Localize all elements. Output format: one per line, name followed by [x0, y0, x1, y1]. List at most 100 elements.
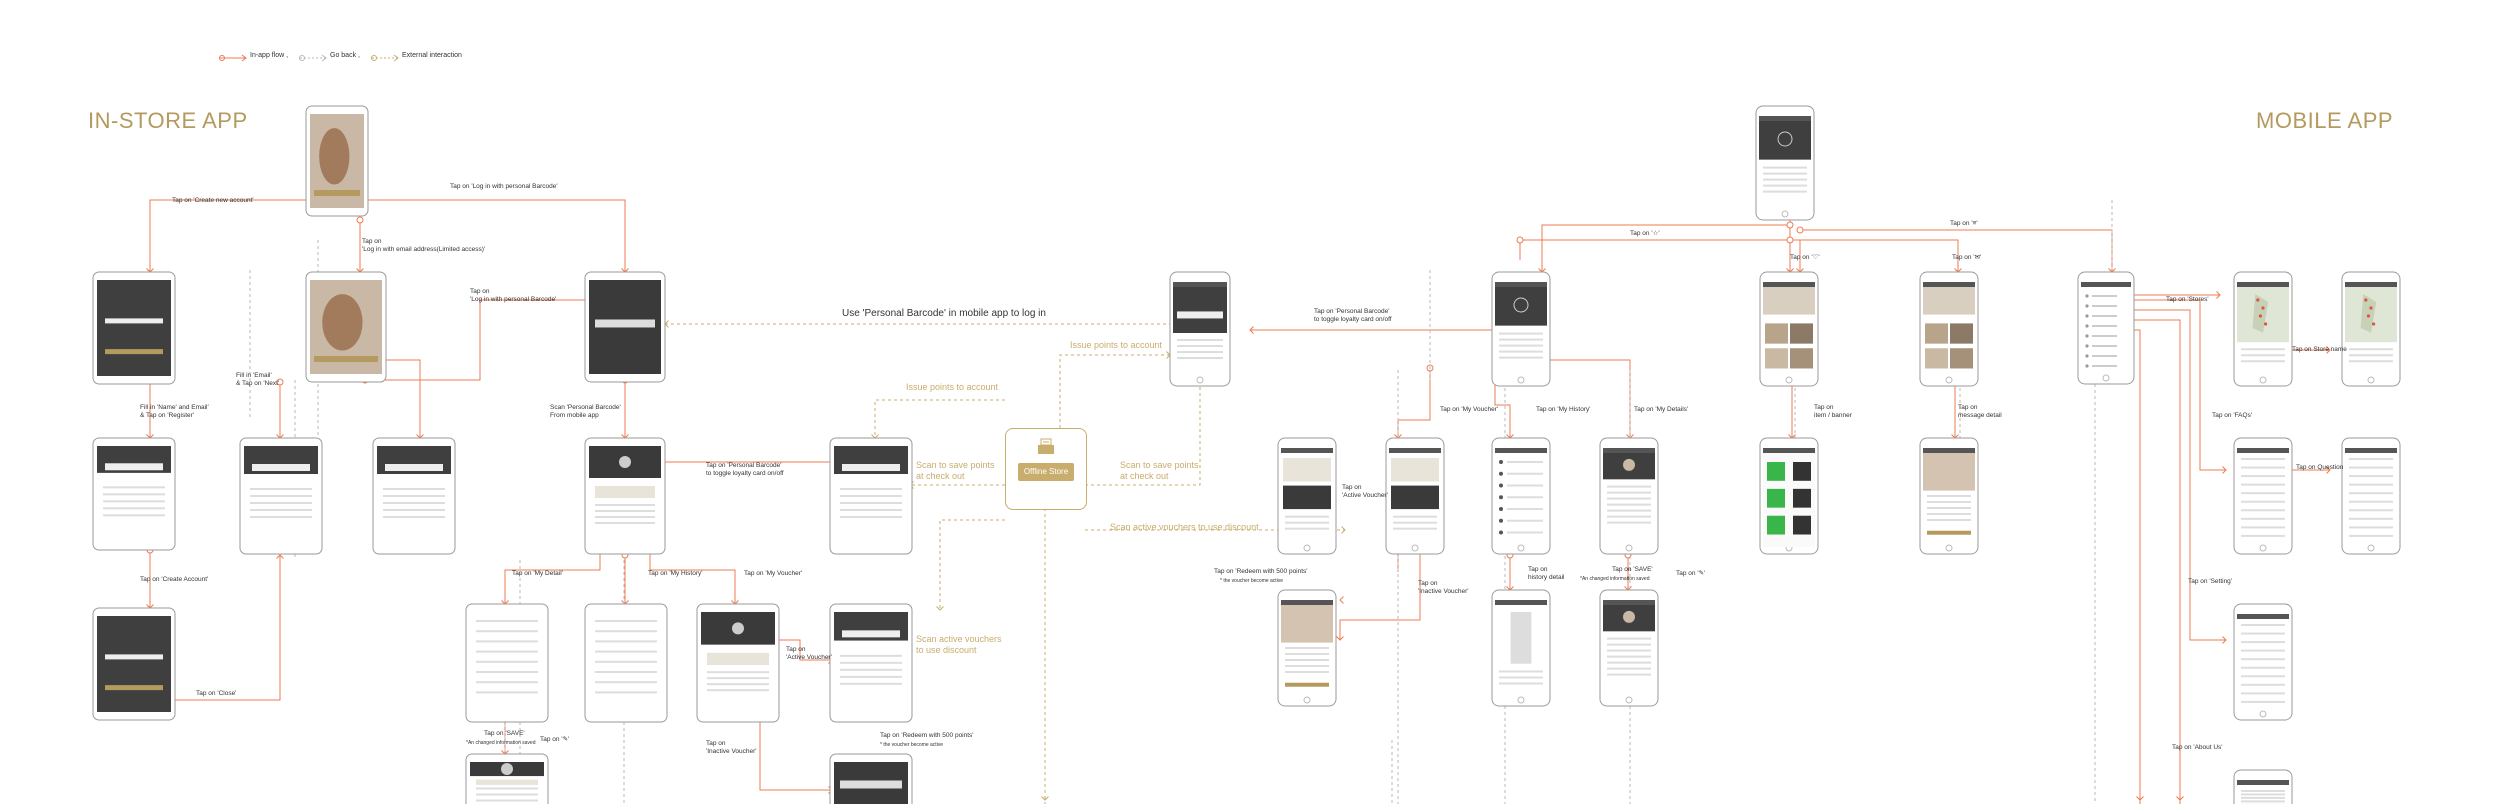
menu-label [2092, 345, 2117, 347]
arrowhead [2136, 796, 2144, 801]
list-line [840, 502, 902, 504]
external-connector [1085, 380, 1201, 486]
arrowhead [2326, 466, 2331, 474]
product-swatch [1793, 488, 1811, 508]
label-login-barcode-2: Tap on 'Log in with personal Barcode' [470, 288, 557, 303]
phone-screen [1919, 271, 1979, 387]
list-line [1607, 667, 1651, 670]
list-line [2241, 526, 2285, 529]
list-line [1607, 491, 1651, 494]
banner [1923, 287, 1975, 315]
list-line [2241, 641, 2285, 644]
list-line [1285, 671, 1329, 673]
tablet-screen [92, 607, 176, 721]
offline-store-label: Offline Store [1018, 463, 1074, 481]
list-line [2241, 534, 2285, 537]
phone-screen [1755, 105, 1815, 221]
nav-bar [1763, 282, 1815, 287]
flow-connector [2120, 299, 2226, 471]
list-line [1285, 515, 1329, 518]
list-line [2241, 354, 2285, 357]
list-line [1607, 515, 1651, 518]
nav-bar [2345, 448, 2397, 453]
list-line [2349, 500, 2393, 503]
label-close: Tap on 'Close' [196, 690, 237, 697]
label-inactive-voucher-left: Tap on 'Inactive Voucher' [706, 740, 757, 755]
list-line [476, 681, 538, 684]
screen-mockups [92, 105, 2401, 804]
list-line [2241, 458, 2285, 460]
nav-bar [2237, 780, 2289, 785]
list-line [595, 510, 655, 512]
label-scan-save-left: Scan to save points at check out [916, 460, 995, 481]
list-line [383, 502, 445, 504]
menu-label [2092, 295, 2117, 297]
list-line [595, 620, 657, 622]
nav-bar [2345, 282, 2397, 287]
list-line [1177, 351, 1223, 354]
flow-connector [365, 299, 625, 381]
arrowhead [1339, 596, 1344, 604]
tablet-screen [584, 603, 668, 723]
label-tap-mail: Tap on '✉' [1952, 254, 1982, 261]
tablet-screen [305, 271, 387, 383]
phone-frame [2233, 769, 2293, 804]
list-line [2241, 692, 2285, 695]
phone-screen [1491, 589, 1551, 707]
tablet-screen [829, 437, 913, 555]
product-tile [1925, 348, 1948, 369]
phone-screen [2233, 769, 2293, 804]
list-line [1763, 166, 1807, 169]
phone-screen [2233, 437, 2293, 555]
list-line [1499, 682, 1543, 685]
nav-bar [2237, 448, 2289, 453]
list-line [707, 683, 769, 686]
arrowhead [1041, 796, 1049, 801]
list-line [250, 495, 312, 497]
tablet-screen [465, 753, 549, 804]
product-strip [707, 652, 769, 666]
phone-screen [2233, 271, 2293, 387]
label-history-detail: Tap on history detail [1528, 566, 1565, 581]
list-line [476, 787, 538, 790]
menu-icon [2085, 354, 2089, 358]
nav-bar [1603, 600, 1655, 605]
arrowhead [2176, 796, 2184, 801]
map-land [2252, 294, 2269, 333]
nav-bar [1389, 448, 1441, 453]
label-create-new-account: Tap on 'Create new account' [172, 197, 254, 204]
legend-flow-label: In-app flow , [250, 52, 289, 59]
menu-icon [2085, 304, 2089, 308]
label-tap-star: Tap on '☆' [1630, 230, 1660, 237]
arrowhead [2222, 466, 2227, 474]
map-pin [2264, 322, 2268, 326]
list-line [1607, 643, 1651, 646]
list-line [1499, 332, 1543, 335]
home-button [1945, 544, 1953, 552]
submit-button [105, 685, 163, 691]
nav-bar [1495, 282, 1547, 287]
list-line [2241, 800, 2285, 803]
list-line [707, 689, 769, 692]
hero-photo-figure [319, 128, 350, 185]
action-button [1927, 530, 1971, 535]
list-line [476, 799, 538, 802]
list-line [2241, 632, 2285, 635]
list-line [1927, 519, 1971, 521]
product-swatch [1767, 515, 1785, 535]
flow-connector [2120, 309, 2226, 641]
list-line [1607, 655, 1651, 658]
list-line [1285, 653, 1329, 655]
action-button [1285, 682, 1329, 687]
list-line [2349, 475, 2393, 478]
avatar [1623, 458, 1635, 471]
phone-screen [1491, 437, 1551, 555]
barcode [1177, 311, 1223, 319]
product-tile [1765, 323, 1788, 344]
nav-bar [1923, 448, 1975, 453]
menu-label [2092, 355, 2117, 357]
menu-label [2092, 325, 2117, 327]
list-line [2241, 658, 2285, 661]
banner [1763, 287, 1815, 315]
list-line [1499, 344, 1543, 347]
